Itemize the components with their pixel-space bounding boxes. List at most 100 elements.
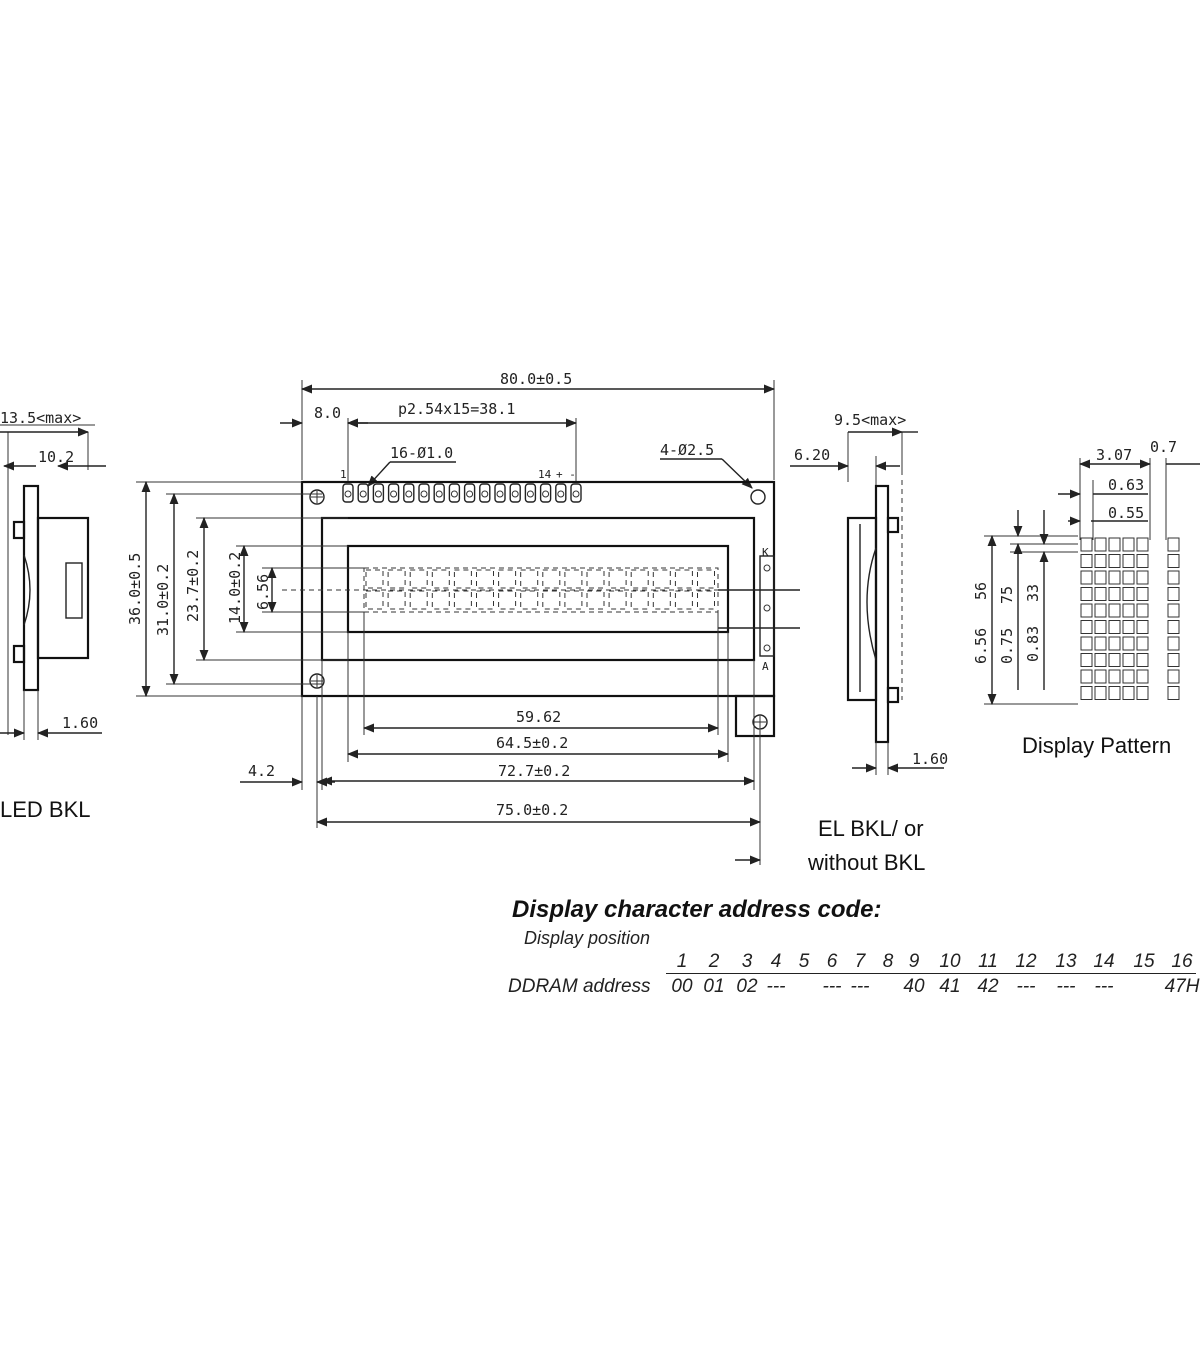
- pin-14-label: 14: [538, 468, 552, 481]
- pattern-dot: [1094, 636, 1107, 651]
- pattern-dot: [1080, 587, 1093, 601]
- pattern-dot: [1122, 603, 1135, 618]
- connector-pin-hole: [511, 490, 519, 498]
- dim-module-width: 80.0±0.5: [500, 370, 572, 388]
- dim-side-body: 10.2: [38, 448, 74, 466]
- side-view-led: 13.5<max> 10.2 1.60 LED BKL: [0, 409, 106, 822]
- pattern-dot: [1094, 537, 1107, 552]
- connector-pin-hole: [526, 490, 534, 498]
- pattern-dot: [1122, 570, 1135, 585]
- connector-pin-hole: [557, 490, 565, 498]
- pattern-dot: [1122, 554, 1135, 568]
- pattern-dot: [1094, 686, 1107, 700]
- caption-display-pattern: Display Pattern: [1022, 733, 1171, 758]
- pattern-dot: [1136, 570, 1149, 585]
- pattern-dot: [1122, 686, 1135, 700]
- connector-pin: [403, 483, 415, 503]
- ddram-address-label: DDRAM address: [508, 976, 651, 997]
- pattern-dot: [1094, 653, 1107, 667]
- pattern-dot: [1122, 636, 1135, 651]
- ddram-address-cell: ---: [1094, 976, 1114, 997]
- connector-pin: [524, 483, 537, 503]
- ddram-address-cell: ---: [766, 976, 786, 997]
- character-cell: [520, 569, 539, 589]
- character-cell: [674, 590, 693, 610]
- character-cell: [697, 590, 715, 610]
- dim-mount-holes: 4-Ø2.5: [660, 441, 714, 459]
- dim-area-width: 59.62: [516, 708, 561, 726]
- dim-dot-width: 0.55: [1108, 504, 1144, 522]
- character-cell: [409, 569, 428, 589]
- pattern-dot: [1080, 537, 1093, 552]
- pattern-dot: [1108, 669, 1121, 684]
- display-position-cell: 12: [1015, 951, 1037, 972]
- display-position-cell: 6: [826, 951, 838, 972]
- character-cell: [453, 590, 472, 610]
- character-cell: [564, 590, 583, 610]
- pattern-dot-next: [1167, 537, 1180, 552]
- connector-pin: [433, 483, 445, 503]
- pattern-dot: [1080, 669, 1093, 684]
- connector-pins: [342, 483, 582, 503]
- display-position-cell: 14: [1093, 951, 1115, 972]
- pattern-dot: [1108, 620, 1121, 634]
- character-cell: [586, 569, 605, 589]
- pattern-dot: [1136, 669, 1149, 684]
- pattern-dot: [1094, 570, 1107, 585]
- display-position-cell: 9: [908, 951, 920, 972]
- pattern-dot-next: [1167, 686, 1180, 700]
- connector-pin-hole: [390, 490, 398, 498]
- character-cell: [697, 569, 715, 589]
- pattern-dot: [1094, 620, 1107, 634]
- pattern-dot: [1136, 537, 1149, 552]
- character-cell: [365, 569, 384, 589]
- character-cell: [476, 569, 494, 589]
- pattern-dot: [1108, 603, 1121, 618]
- connector-pin-hole: [496, 490, 504, 498]
- display-position-cell: 16: [1171, 951, 1193, 972]
- ddram-address-cell: 47H: [1164, 976, 1200, 997]
- dim-char-gap: 0.7: [1150, 438, 1177, 456]
- pattern-dot: [1122, 653, 1135, 667]
- pattern-dot: [1108, 570, 1121, 585]
- pattern-dot: [1108, 686, 1121, 700]
- side-view-el: 9.5<max> 6.20 1.60 EL BKL/ or without BK…: [790, 411, 948, 875]
- connector-pin: [448, 483, 461, 503]
- display-position-cell: 11: [978, 951, 998, 972]
- pattern-dot: [1094, 669, 1107, 684]
- pattern-dot: [1080, 554, 1093, 568]
- pattern-dot: [1136, 686, 1149, 700]
- display-position-label: Display position: [524, 928, 651, 948]
- dim-char-height: 6.56: [254, 574, 272, 610]
- pattern-dot: [1080, 570, 1093, 585]
- pattern-dot: [1080, 636, 1093, 651]
- pattern-dot-next: [1167, 570, 1180, 585]
- ddram-address-cell: ---: [850, 976, 870, 997]
- dim-pin-offset: 8.0: [314, 404, 341, 422]
- connector-pin: [494, 483, 506, 503]
- display-position-cell: 1: [676, 951, 688, 972]
- character-cell: [498, 590, 517, 610]
- pad-k-label: K: [762, 546, 769, 559]
- character-cell: [608, 590, 627, 610]
- pattern-dot-next: [1167, 554, 1180, 568]
- ddram-address-cell: 41: [939, 976, 961, 997]
- caption-el-bkl-2: without BKL: [807, 850, 925, 875]
- dim-side-offset-el: 6.20: [794, 446, 830, 464]
- pattern-dot-next: [1167, 620, 1180, 634]
- pattern-dot: [1080, 686, 1093, 700]
- pattern-dot: [1108, 587, 1121, 601]
- pattern-dot: [1080, 603, 1093, 618]
- display-position-cell: 7: [854, 951, 866, 972]
- dim-view-height: 23.7±0.2: [184, 550, 202, 622]
- dim-module-height: 36.0±0.5: [126, 553, 144, 625]
- character-cell: [409, 590, 428, 610]
- address-table-rule: [666, 973, 1196, 974]
- ddram-address-cell: 42: [977, 976, 999, 997]
- connector-pin: [342, 483, 354, 503]
- dim-pin-diameter: 16-Ø1.0: [390, 444, 453, 462]
- pattern-dot: [1108, 653, 1121, 667]
- character-cell: [652, 590, 671, 610]
- dim-pattern-083: 0.83: [1024, 626, 1042, 662]
- character-cell: [387, 569, 406, 589]
